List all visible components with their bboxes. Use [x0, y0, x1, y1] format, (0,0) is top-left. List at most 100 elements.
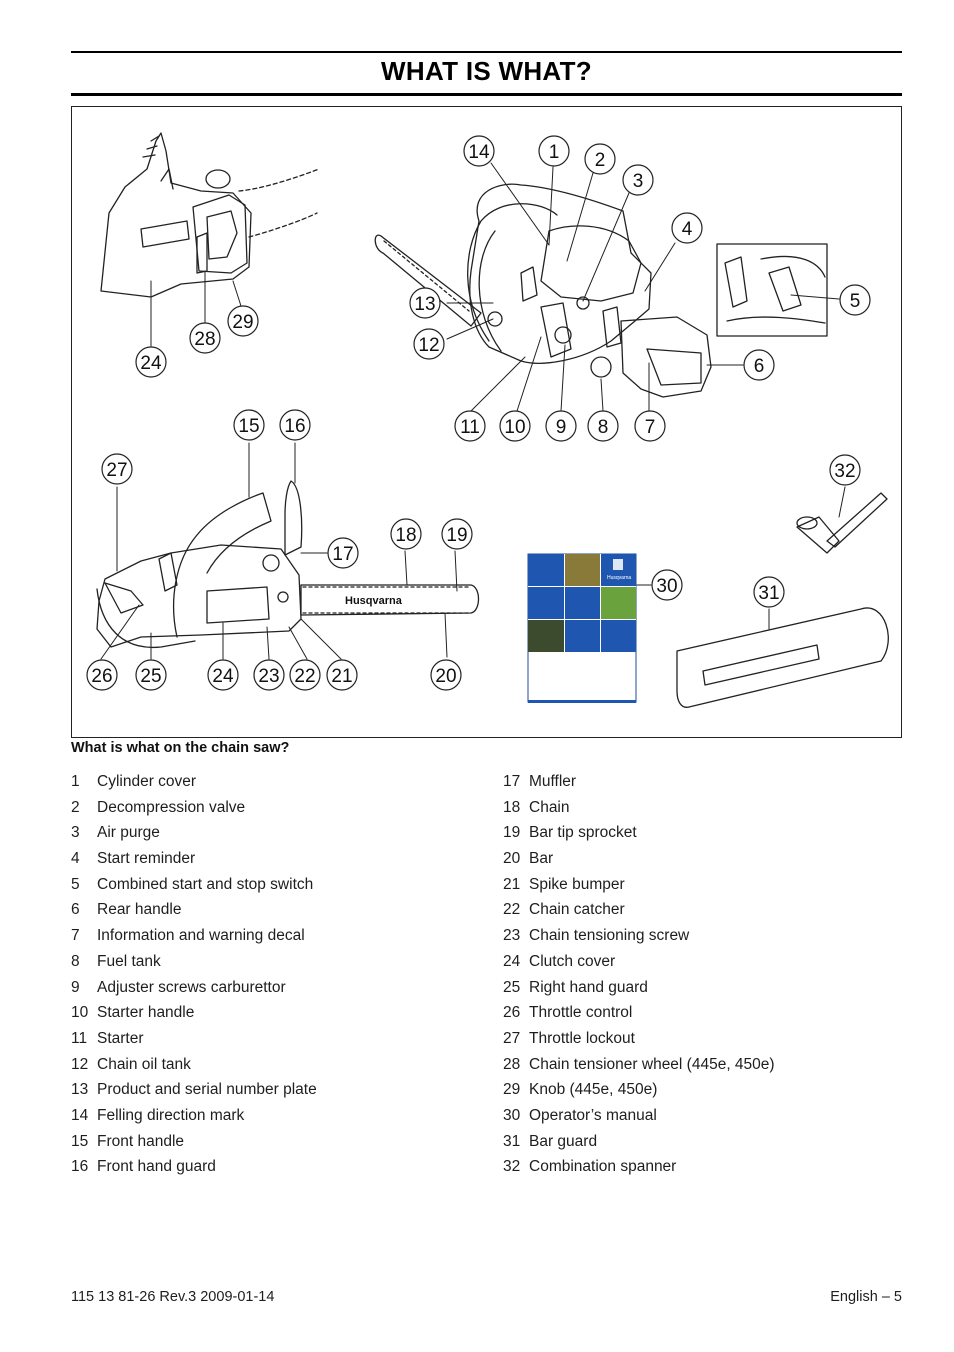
- callout-25: 25: [135, 659, 167, 691]
- callout-number: 32: [834, 461, 855, 482]
- callout-number: 1: [549, 142, 560, 163]
- callout-16: 16: [279, 409, 311, 441]
- part-item: 5 Combined start and stop switch: [71, 875, 317, 901]
- part-label: Product and serial number plate: [97, 1081, 317, 1099]
- part-item: 14 Felling direction mark: [71, 1106, 317, 1132]
- part-label: Fuel tank: [97, 952, 161, 970]
- callout-number: 28: [194, 329, 215, 350]
- bar-guard-drawing: [676, 607, 889, 708]
- part-number: 13: [71, 1081, 89, 1099]
- callout-24: 24: [135, 346, 167, 378]
- part-item: 27 Throttle lockout: [503, 1029, 775, 1055]
- callout-number: 8: [598, 417, 609, 438]
- callout-31: 31: [753, 576, 785, 608]
- callout-number: 23: [258, 666, 279, 687]
- callout-leaders: [100, 162, 846, 660]
- callout-12: 12: [413, 328, 445, 360]
- page-title: WHAT IS WHAT?: [381, 56, 592, 86]
- callout-20: 20: [430, 659, 462, 691]
- part-label: Starter handle: [97, 1004, 195, 1022]
- part-number: 27: [503, 1029, 521, 1047]
- switch-inset: [716, 243, 828, 337]
- figure-caption: What is what on the chain saw?: [71, 740, 290, 756]
- part-label: Throttle lockout: [529, 1029, 635, 1047]
- callout-number: 30: [656, 576, 677, 597]
- part-number: 14: [71, 1106, 89, 1124]
- part-label: Air purge: [97, 824, 160, 842]
- part-label: Chain oil tank: [97, 1055, 191, 1073]
- part-number: 5: [71, 875, 80, 893]
- callout-15: 15: [233, 409, 265, 441]
- callout-26: 26: [86, 659, 118, 691]
- part-label: Decompression valve: [97, 798, 246, 816]
- callout-28: 28: [189, 322, 221, 354]
- part-label: Bar guard: [529, 1132, 598, 1150]
- part-number: 16: [71, 1158, 89, 1176]
- part-label: Felling direction mark: [97, 1106, 245, 1124]
- callout-number: 13: [414, 294, 435, 315]
- callout-number: 19: [446, 525, 467, 546]
- part-label: Spike bumper: [529, 875, 625, 893]
- callout-8: 8: [587, 410, 619, 442]
- callout-number: 20: [435, 666, 456, 687]
- callout-number: 15: [238, 416, 259, 437]
- top-rule: [71, 51, 902, 53]
- part-label: Chain: [529, 798, 570, 816]
- callout-29: 29: [227, 305, 259, 337]
- callout-number: 24: [140, 353, 162, 374]
- callout-7: 7: [634, 410, 666, 442]
- callout-27: 27: [101, 453, 133, 485]
- callout-6: 6: [743, 349, 775, 381]
- part-number: 4: [71, 850, 80, 868]
- part-number: 20: [503, 850, 521, 868]
- part-number: 2: [71, 798, 80, 816]
- part-number: 29: [503, 1081, 521, 1099]
- part-item: 21 Spike bumper: [503, 875, 775, 901]
- part-label: Right hand guard: [529, 978, 648, 996]
- callout-21: 21: [326, 659, 358, 691]
- part-label: Combined start and stop switch: [97, 875, 314, 893]
- callout-14: 14: [463, 135, 495, 167]
- part-number: 9: [71, 978, 80, 996]
- part-label: Bar: [529, 850, 554, 868]
- part-label: Start reminder: [97, 850, 196, 868]
- operators-manual-cover: Husqvarna: [527, 553, 637, 703]
- callout-number: 7: [645, 417, 656, 438]
- callout-number: 14: [468, 142, 490, 163]
- callout-32: 32: [829, 454, 861, 486]
- callout-number: 3: [633, 171, 644, 192]
- part-number: 7: [71, 927, 80, 945]
- callout-17: 17: [327, 537, 359, 569]
- part-number: 26: [503, 1004, 521, 1022]
- callout-22: 22: [289, 659, 321, 691]
- callout-30: 30: [651, 569, 683, 601]
- part-item: 8 Fuel tank: [71, 952, 317, 978]
- part-label: Chain tensioner wheel (445e, 450e): [529, 1055, 775, 1073]
- part-number: 8: [71, 952, 80, 970]
- callout-number: 10: [504, 417, 525, 438]
- part-label: Chain catcher: [529, 901, 625, 919]
- part-label: Clutch cover: [529, 952, 616, 970]
- callout-number: 24: [212, 666, 234, 687]
- callout-number: 31: [758, 583, 779, 604]
- part-number: 32: [503, 1158, 521, 1176]
- chainsaw-top-view: [374, 183, 712, 398]
- part-number: 21: [503, 875, 521, 893]
- bar-brand-text: Husqvarna: [345, 595, 403, 607]
- callout-number: 16: [284, 416, 305, 437]
- callout-19: 19: [441, 518, 473, 550]
